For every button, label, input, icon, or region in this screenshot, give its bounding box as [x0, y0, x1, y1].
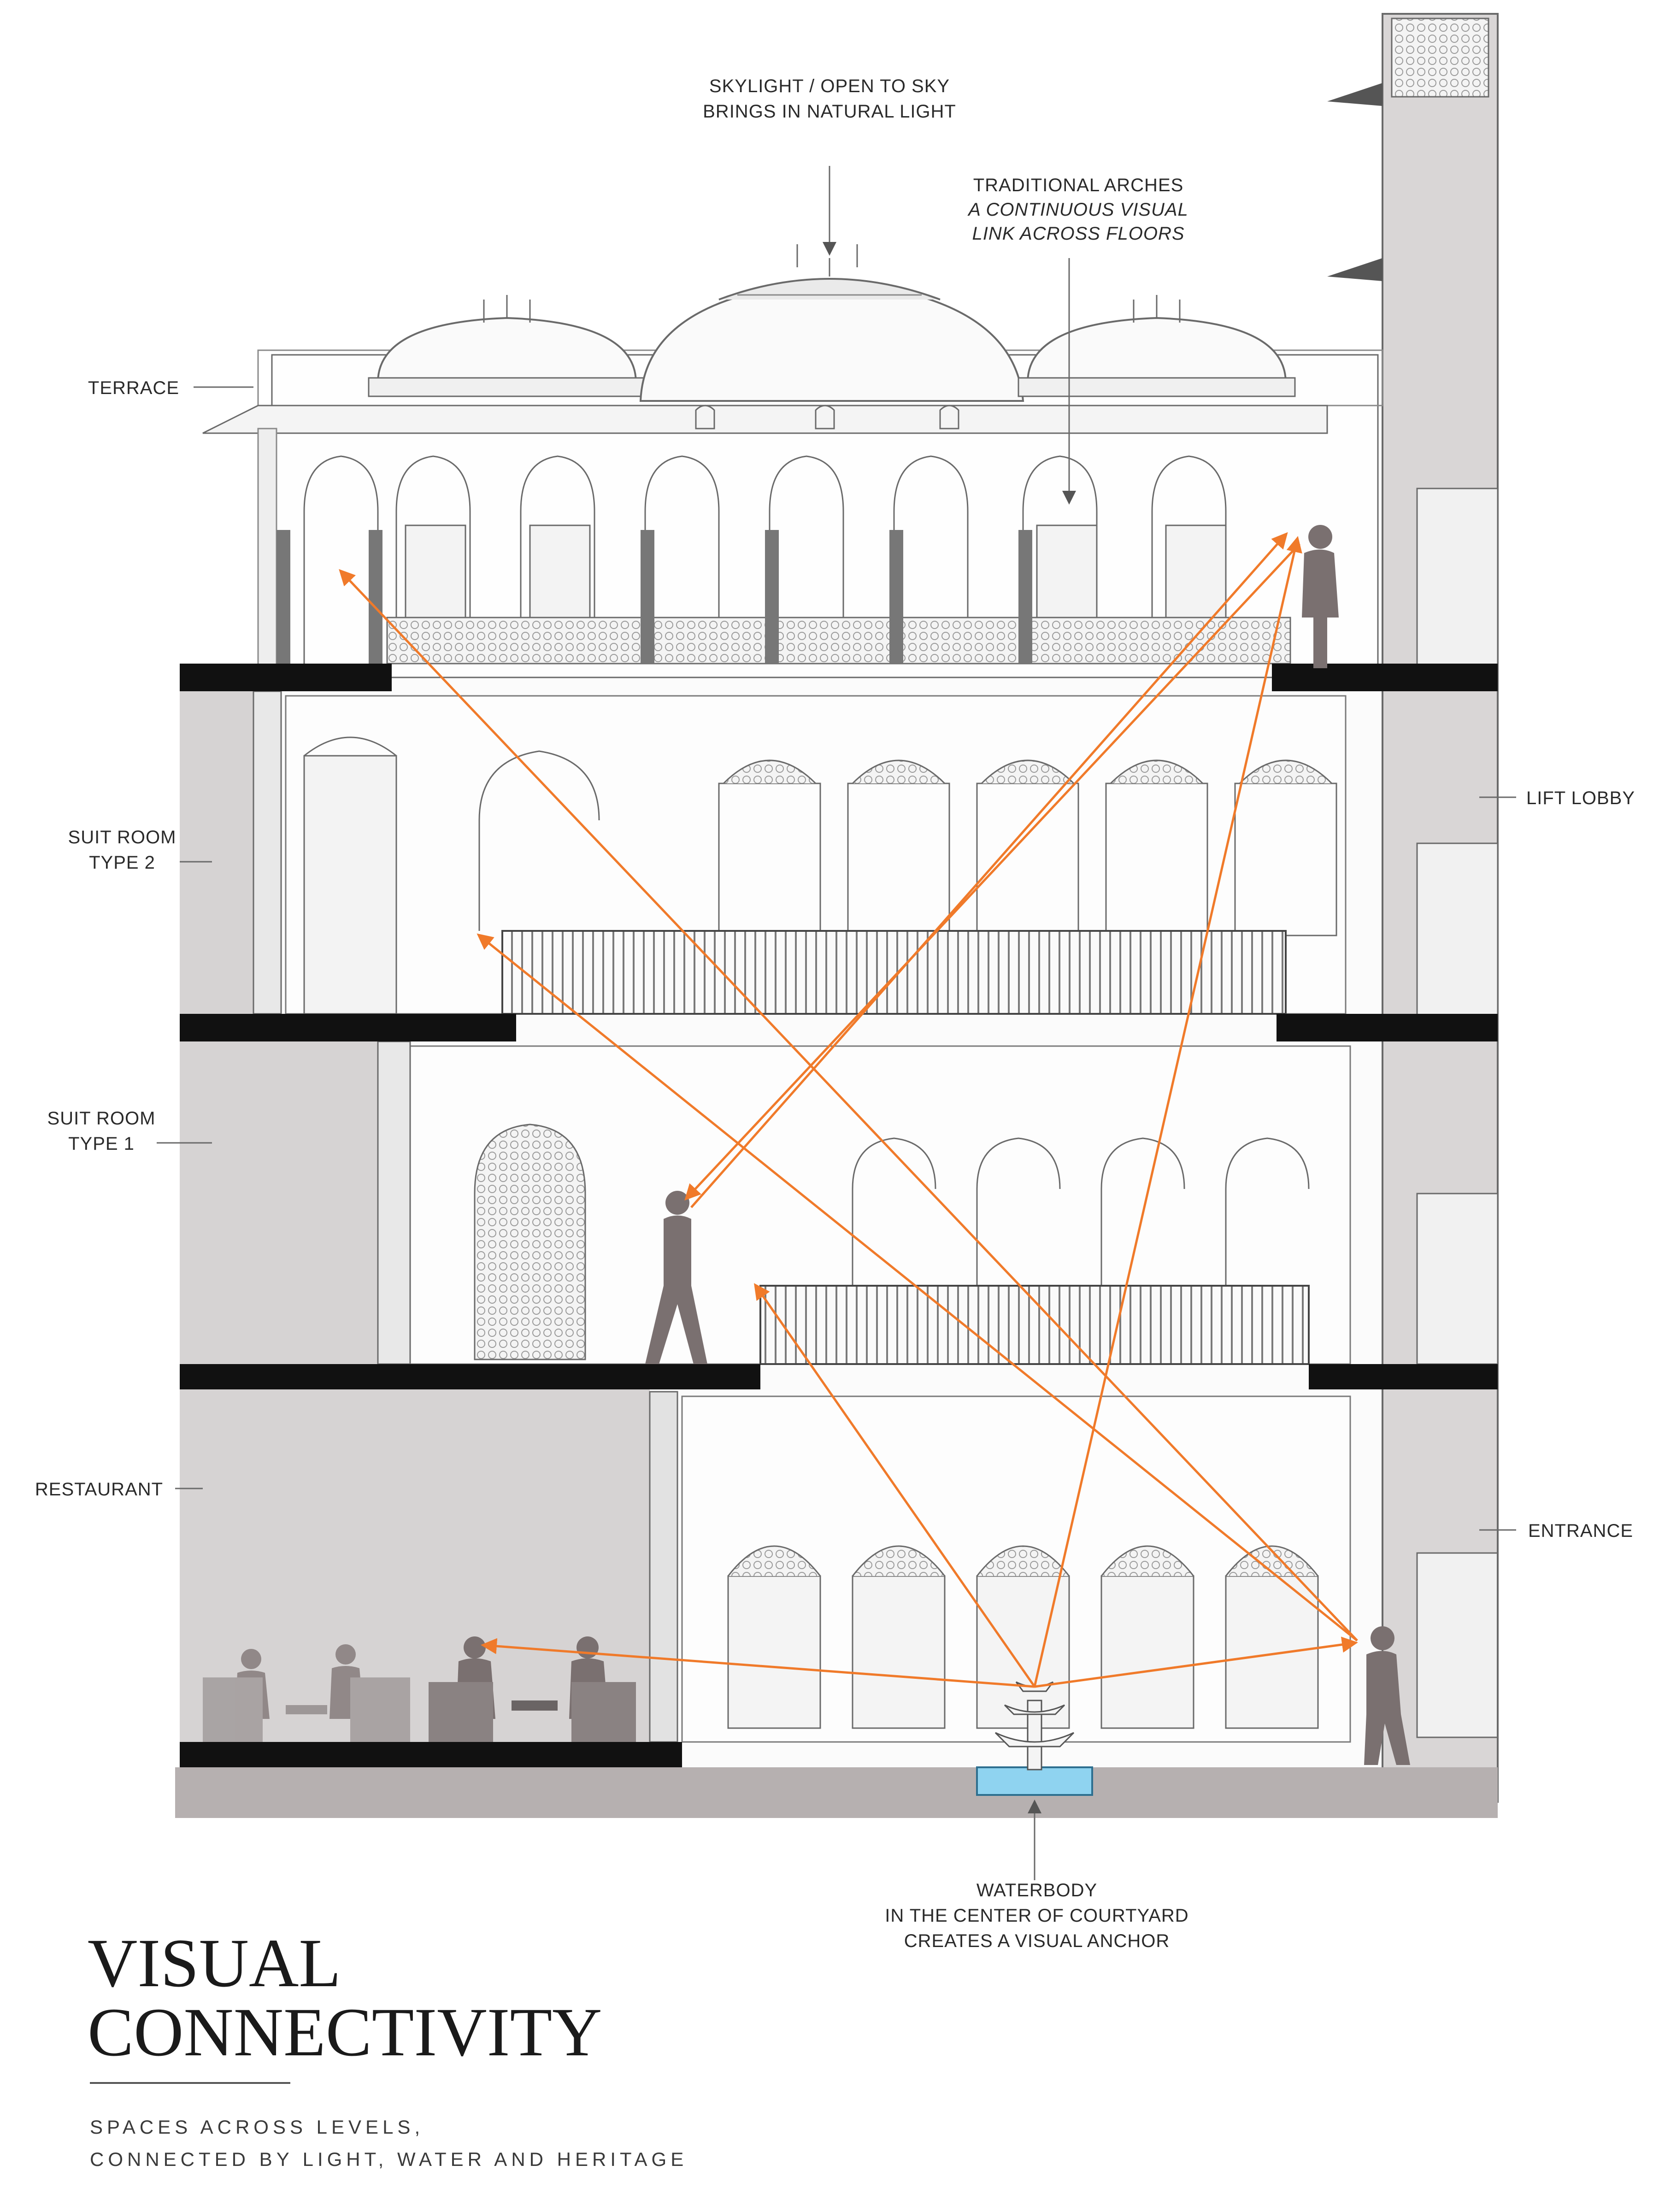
person-silhouette-icon [1364, 1626, 1410, 1765]
slab-level2-right [1277, 1014, 1498, 1041]
sightline-arrow-icon [477, 933, 1358, 1641]
balcony-level2 [501, 930, 1287, 1015]
wall-left-level2 [180, 691, 253, 1014]
wall-left-level1 [180, 1041, 378, 1364]
person-silhouette-icon [645, 1191, 707, 1364]
sightline-arrow-icon [754, 1283, 1036, 1688]
sightline-arrow-icon [1033, 536, 1302, 1687]
door-level2 [1416, 1193, 1499, 1365]
door-level1 [1416, 842, 1499, 1019]
water-body [976, 1766, 1093, 1796]
labels: SKYLIGHT / OPEN TO SKY BRINGS IN NATURAL… [35, 76, 1635, 1951]
title-block: VISUAL CONNECTIVITY SPACES ACROSS LEVELS… [88, 1925, 688, 2170]
level-ground-courtyard [649, 1391, 1351, 1743]
label-skylight-line1: SKYLIGHT / OPEN TO SKY [709, 76, 950, 96]
terrace-arcade [276, 455, 1291, 665]
label-skylight-line2: BRINGS IN NATURAL LIGHT [703, 101, 956, 122]
subtitle-line2: CONNECTED BY LIGHT, WATER AND HERITAGE [90, 2148, 688, 2170]
label-water-line3: CREATES A VISUAL ANCHOR [904, 1931, 1170, 1951]
dome-right [1026, 317, 1287, 383]
title-line1: VISUAL [88, 1925, 341, 2001]
label-arches-line3: LINK ACROSS FLOORS [972, 224, 1184, 244]
sightline-arrow-icon [339, 569, 1358, 1641]
label-suit-type1-line2: TYPE 1 [68, 1134, 135, 1154]
label-lift-lobby: LIFT LOBBY [1526, 788, 1635, 808]
slab-restaurant [180, 1742, 682, 1767]
person-silhouette-icon [1302, 525, 1339, 668]
slab-level2-left [180, 1014, 516, 1041]
restaurant-diners-front [429, 1636, 636, 1742]
title-line2: CONNECTIVITY [88, 1994, 602, 2071]
subtitle-line1: SPACES ACROSS LEVELS, [90, 2116, 424, 2138]
floor-slabs [175, 664, 1498, 1818]
sightline-arrow-icon [690, 532, 1288, 1208]
label-arches-line2: A CONTINUOUS VISUAL [967, 200, 1188, 220]
sightline-arrow-icon [684, 543, 1300, 1201]
jali-arch [474, 1124, 586, 1360]
leader-lines [157, 166, 1516, 1880]
label-entrance: ENTRANCE [1528, 1521, 1633, 1541]
sightline-arrow-icon [1034, 1636, 1358, 1688]
label-terrace: TERRACE [88, 378, 179, 398]
slab-level1-left [180, 1364, 760, 1389]
fountain-icon [994, 1681, 1075, 1771]
sightlines [339, 532, 1358, 1688]
label-water-line1: WATERBODY [977, 1880, 1097, 1900]
sightline-arrow-icon [481, 1638, 1035, 1688]
slab-terrace-left [180, 664, 392, 691]
label-suit-type2-line1: SUIT ROOM [68, 827, 176, 847]
terrace-parapet [202, 405, 1328, 434]
label-restaurant: RESTAURANT [35, 1479, 163, 1500]
ground-base [175, 1767, 1498, 1818]
level-suit-type-1 [377, 1041, 1351, 1365]
balcony-level1 [759, 1285, 1310, 1365]
slab-level1-right [1309, 1364, 1498, 1389]
label-suit-type2-line2: TYPE 2 [89, 853, 155, 873]
slab-terrace-right [1272, 664, 1498, 691]
door-entrance [1416, 1552, 1499, 1738]
label-water-line2: IN THE CENTER OF COURTYARD [885, 1906, 1188, 1926]
door-lift-lobby [1416, 488, 1499, 669]
dome-left [377, 317, 637, 383]
restaurant-diners [203, 1644, 410, 1742]
label-suit-type1-line1: SUIT ROOM [47, 1108, 156, 1129]
people [203, 525, 1410, 1765]
label-arches-line1: TRADITIONAL ARCHES [973, 175, 1184, 195]
level-suit-type-2 [253, 690, 1347, 1015]
